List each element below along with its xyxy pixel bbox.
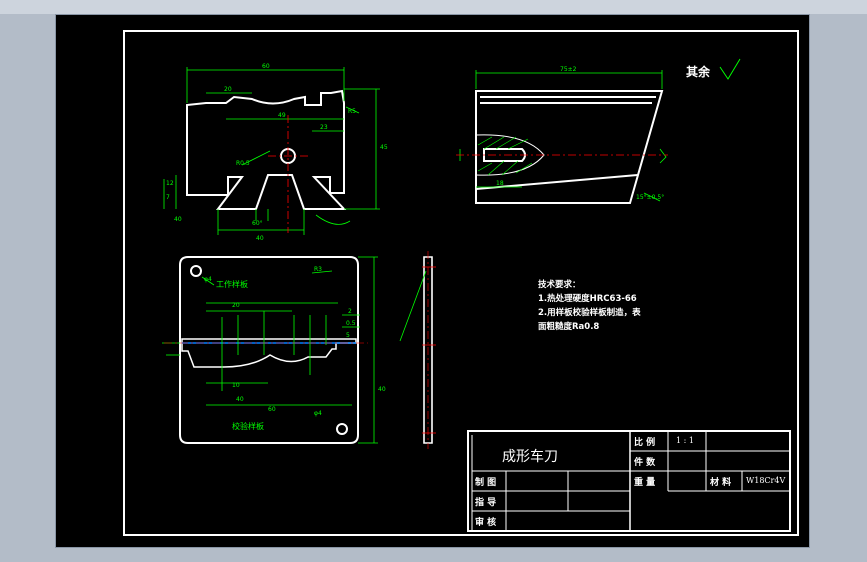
window-top-strip: [0, 0, 867, 14]
front-view-centerlines: [268, 115, 308, 233]
plate-dim-d4-bottom: φ4: [314, 410, 322, 417]
tech-req-line2: 2.用样板校验样板制造，表: [538, 307, 641, 318]
plate-dim-10: 10: [232, 382, 240, 389]
plate-edge-view: [399, 251, 436, 449]
front-view-dims: [163, 67, 380, 235]
title-weight-label: 重 量: [634, 476, 655, 488]
roughness-note-label: 其余: [686, 64, 711, 79]
tech-req-line3: 面粗糙度Ra0.8: [538, 321, 599, 332]
plate-dim-2: 2: [348, 308, 352, 315]
title-material-label: 材 料: [709, 476, 731, 488]
plate-dim-d4-top: φ4: [204, 276, 212, 283]
dim-top-20: 20: [224, 86, 232, 93]
dim-right-chamfer: 15°±0.5°: [636, 194, 664, 201]
sheet-border: [123, 30, 799, 536]
dim-angle-60: 60°: [252, 220, 263, 227]
title-review-label: 审 核: [475, 516, 496, 528]
tech-req-title: 技术要求：: [538, 279, 581, 290]
title-scale-label: 比 例: [634, 436, 655, 448]
side-view-hatch: [477, 136, 533, 176]
plate-label-check-template: 校验样板: [232, 421, 264, 431]
plate-dim-40: 40: [236, 396, 244, 403]
plate-dims: [162, 256, 378, 444]
dim-right-18: 18: [496, 180, 504, 187]
side-view: [475, 90, 664, 204]
plate-dim-60: 60: [268, 406, 276, 413]
title-drawn-label: 制 图: [475, 476, 496, 488]
dim-left-7: 7: [166, 194, 170, 201]
dim-top-23: 23: [320, 124, 328, 131]
title-scale-value: 1 : 1: [676, 436, 694, 445]
side-view-dims: [459, 70, 667, 202]
dim-top-45: 45: [380, 144, 388, 151]
dim-r5: R5: [348, 108, 356, 115]
dim-top-width: 60: [262, 63, 270, 70]
dim-r0-5: R0.5: [236, 160, 250, 167]
plate-dim-5: 5: [346, 332, 350, 339]
front-view: [186, 89, 347, 210]
dim-bottom-40: 40: [256, 235, 264, 242]
plate-dim-side-40: 40: [378, 386, 386, 393]
tech-req-line1: 1.热处理硬度HRC63-66: [538, 293, 637, 304]
title-material-value: W18Cr4V: [746, 476, 785, 485]
plate-dim-20: 20: [232, 302, 240, 309]
cad-drawing-viewport[interactable]: 60 20 49 23 45 R5 12 7 40 60° R0.5 40: [55, 14, 810, 548]
dim-right-width: 75±2: [560, 66, 577, 73]
plate-dim-r3: R3: [314, 266, 322, 273]
plate-dim-05: 0.5: [346, 320, 356, 327]
plate-label-work-template: 工作样板: [216, 279, 248, 289]
title-count-label: 件 数: [634, 456, 656, 468]
title-part-name: 成形车刀: [502, 448, 558, 465]
dim-top-49: 49: [278, 112, 286, 119]
title-guide-label: 指 导: [475, 496, 496, 508]
drawing-canvas: 60 20 49 23 45 R5 12 7 40 60° R0.5 40: [123, 30, 799, 536]
template-plate: [179, 256, 359, 444]
dim-left-40: 40: [174, 216, 182, 223]
roughness-symbol-icon: [719, 58, 741, 80]
dim-left-12: 12: [166, 180, 174, 187]
title-block: [467, 430, 791, 532]
